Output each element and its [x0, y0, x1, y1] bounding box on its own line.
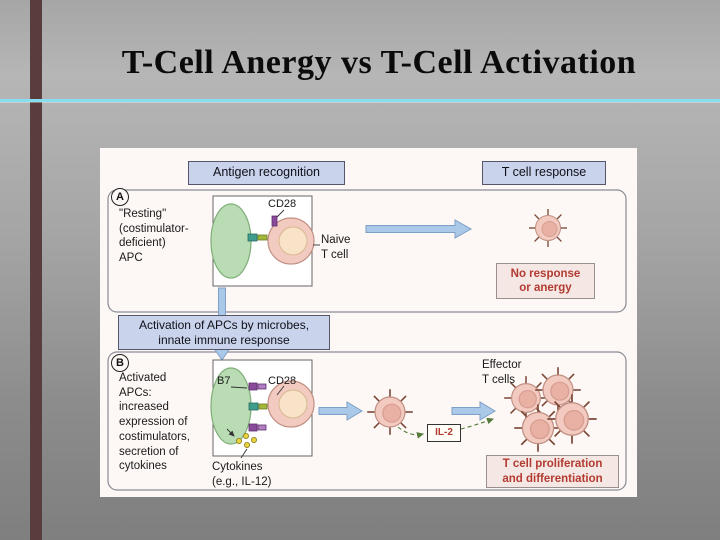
no-response-outcome-box: No response or anergy — [496, 263, 595, 299]
cd28-leader-line-b — [276, 385, 285, 396]
panel-a-border — [107, 189, 627, 313]
apc-activation-banner: Activation of APCs by microbes, innate i… — [118, 315, 330, 350]
b7-cd28-receptor-pair-top — [248, 382, 267, 391]
slide-title: T-Cell Anergy vs T-Cell Activation — [121, 44, 637, 81]
effector-tcells-label: Effector T cells — [482, 359, 522, 386]
figure-panel: Antigen recognition T cell response A "R… — [100, 148, 637, 497]
right-arrow-b2 — [451, 401, 496, 421]
naive-tcell-a — [267, 217, 315, 265]
il2-box: IL-2 — [427, 424, 461, 442]
panel-a-marker: A — [111, 188, 129, 206]
panel-b-marker: B — [111, 354, 129, 372]
naive-tcell-label: Naive T cell — [321, 234, 351, 261]
cd28-label-a: CD28 — [268, 198, 297, 210]
cd28-leader-line-a — [276, 209, 285, 218]
tcr-mhc-receptor-pair-b — [248, 402, 268, 411]
cd28-receptor-a — [271, 215, 278, 227]
b7-label: B7 — [217, 375, 231, 387]
apc-cell-a — [210, 203, 252, 279]
anergic-tcell — [528, 208, 568, 248]
cytokines-label: Cytokines (e.g., IL-12) — [212, 461, 272, 488]
cytokines-leader-line — [240, 448, 248, 459]
t-cell-response-header: T cell response — [482, 161, 606, 185]
panel-b-border — [107, 351, 627, 491]
b7-leader-line — [230, 386, 248, 389]
right-arrow-b1 — [318, 401, 363, 421]
antigen-recognition-header: Antigen recognition — [188, 161, 345, 185]
activated-tcell — [366, 388, 414, 436]
resting-apc-caption: "Resting" (costimulator- deficient) APC — [119, 208, 189, 265]
title-divider-line — [0, 99, 720, 102]
activated-apc-caption: Activated APCs: increased expression of … — [119, 372, 190, 473]
cytokine-dots — [226, 428, 257, 448]
tcr-mhc-receptor-pair-a — [247, 233, 268, 242]
right-arrow-a — [365, 219, 473, 239]
b7-cd28-receptor-pair-bottom — [248, 423, 267, 432]
figure-graphics — [107, 189, 627, 491]
cd28-label-b: CD28 — [268, 375, 297, 387]
left-accent-bar — [30, 0, 42, 540]
proliferation-outcome-box: T cell proliferation and differentiation — [486, 455, 619, 488]
apc-tcell-contact-box-a — [210, 195, 320, 287]
il2-dashed-arrows — [397, 417, 495, 439]
apc-tcell-contact-box-b — [210, 359, 315, 459]
